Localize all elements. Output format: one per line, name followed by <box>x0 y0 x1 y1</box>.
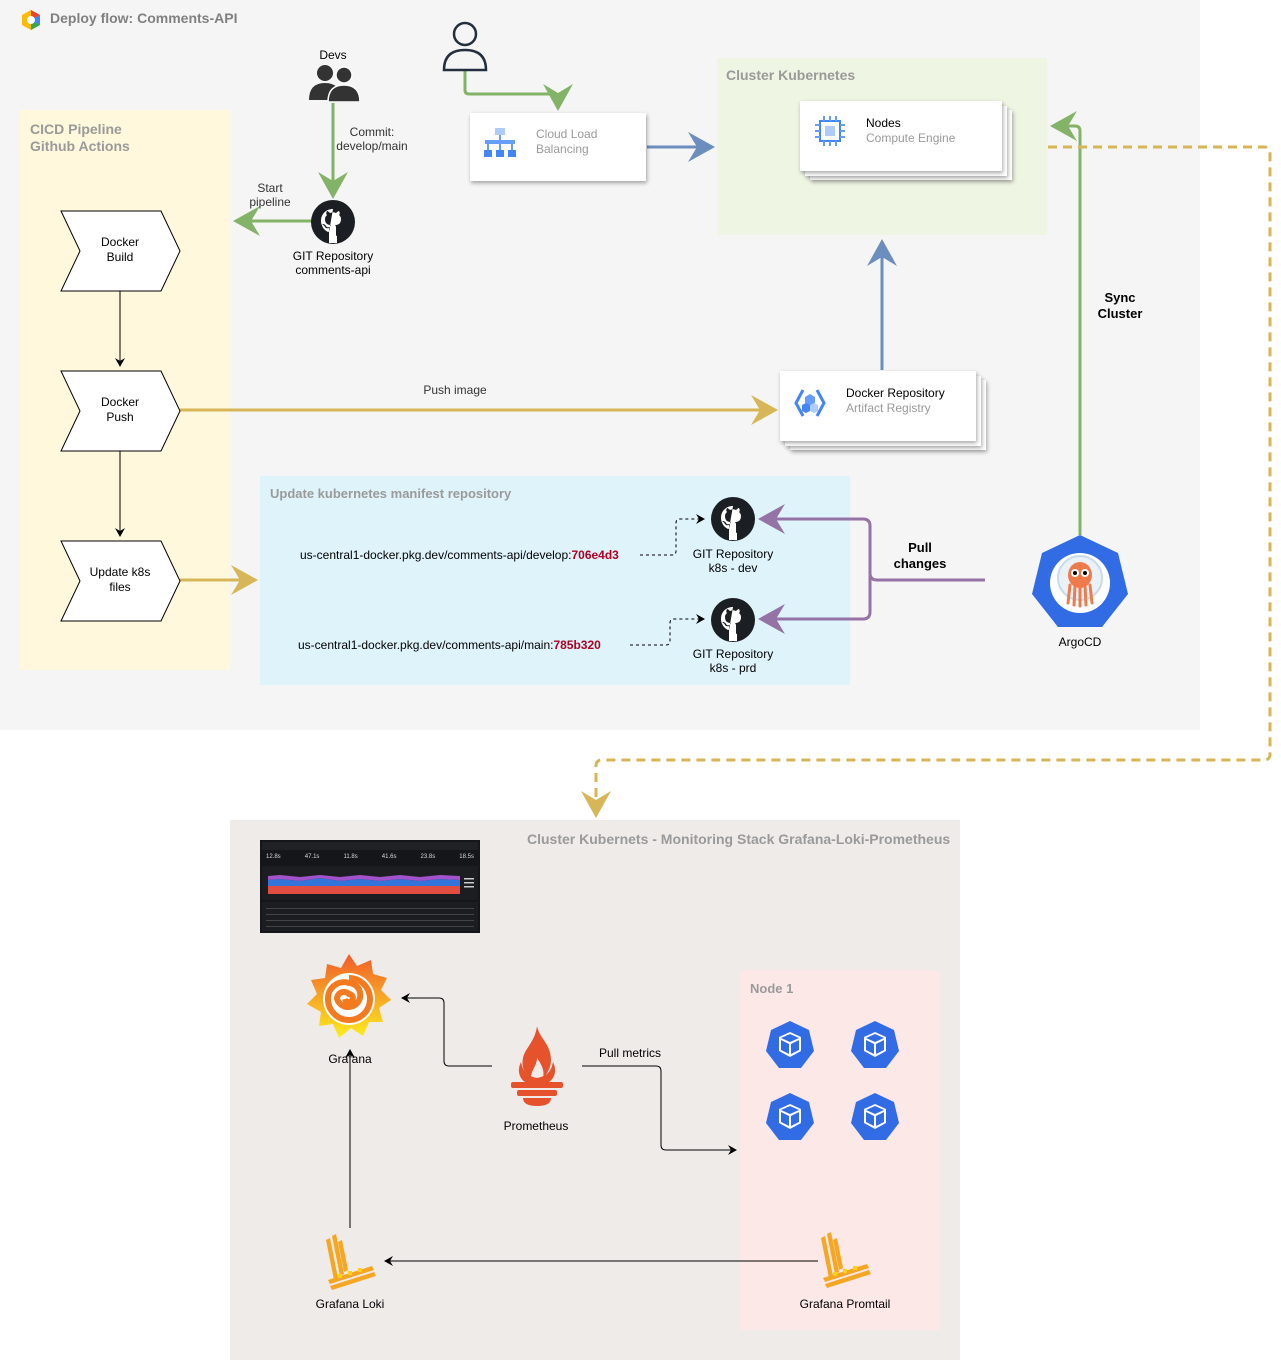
compute-engine-icon <box>814 115 846 147</box>
dashboard-stats-row: 12.8s 47.1s 11.8s 41.6s 23.8s 18.5s <box>266 854 474 864</box>
dash-stat-4: 41.6s <box>381 854 397 860</box>
edge-cluster-to-monitoring <box>581 145 1272 818</box>
page-title: Deploy flow: Comments-API <box>50 10 238 26</box>
dash-stat-1: 12.8s <box>266 854 281 860</box>
dash-stat-6: 18.5s <box>459 854 474 860</box>
cicd-zone-title: CICD Pipeline Github Actions <box>30 121 130 154</box>
node1-zone-title: Node 1 <box>750 981 794 996</box>
pod-icon-2 <box>850 1020 900 1070</box>
argocd-icon <box>1032 533 1128 629</box>
github-prd-icon <box>710 597 756 643</box>
git-repo-comments-api-label: GIT Repository comments-api <box>283 249 383 277</box>
edge-pull-dev <box>758 504 985 582</box>
monitoring-zone-title: Cluster Kubernets - Monitoring Stack Gra… <box>527 831 951 847</box>
nodes-card[interactable]: Nodes Compute Engine <box>800 101 1002 171</box>
promtail-label: Grafana Promtail <box>799 1297 891 1311</box>
git-repo-line1: GIT Repository <box>292 249 374 263</box>
loki-icon <box>322 1232 378 1292</box>
pull-metrics-label: Pull metrics <box>598 1046 661 1060</box>
sync-cluster-label: Sync Cluster <box>1085 290 1155 322</box>
build-line2: Build <box>106 250 134 264</box>
pod-icon-4 <box>850 1092 900 1142</box>
registry-title: Docker Repository <box>846 386 945 400</box>
git-repo-line2: comments-api <box>295 263 371 277</box>
nodes-sub: Compute Engine <box>866 131 956 145</box>
pod-icon-1 <box>765 1020 815 1070</box>
build-line1: Docker <box>100 235 139 249</box>
update-line1: Update k8s <box>89 565 151 579</box>
registry-sub: Artifact Registry <box>846 401 931 415</box>
pod-icon-3 <box>765 1092 815 1142</box>
github-dev-icon <box>710 496 756 542</box>
edge-sync-cluster <box>1050 111 1082 535</box>
cloud-load-balancing-card[interactable]: Cloud Load Balancing <box>470 113 646 181</box>
start-label-line2: pipeline <box>249 195 291 209</box>
manifest-prd-prefix: us-central1-docker.pkg.dev/comments-api/… <box>298 638 554 652</box>
cluster-zone-title: Cluster Kubernetes <box>726 67 856 83</box>
github-icon <box>310 199 356 245</box>
nodes-title: Nodes <box>866 116 901 130</box>
prometheus-icon <box>507 1024 567 1108</box>
devs-label: Devs <box>319 48 347 62</box>
edge-prometheus-to-grafana <box>401 993 492 1067</box>
manifest-dev-prefix: us-central1-docker.pkg.dev/comments-api/… <box>300 548 572 562</box>
artifact-registry-icon <box>794 387 826 419</box>
prometheus-label: Prometheus <box>503 1119 569 1133</box>
start-pipeline-label: Start pipeline <box>240 181 300 209</box>
edge-pull-metrics <box>582 1065 737 1155</box>
docker-push-step[interactable]: Docker Push <box>60 370 182 452</box>
manifest-line-dev: us-central1-docker.pkg.dev/comments-api/… <box>300 548 619 562</box>
manifest-zone-title: Update kubernetes manifest repository <box>270 486 512 501</box>
lb-sub: Balancing <box>536 142 589 156</box>
dash-stat-3: 11.8s <box>343 854 358 860</box>
manifest-dev-tag: 706e4d3 <box>571 548 619 562</box>
devs-icon <box>308 62 360 102</box>
dashboard-graph <box>262 842 478 931</box>
update-k8s-text: Update k8s files <box>60 565 180 595</box>
edge-pull-prd <box>758 575 872 634</box>
manifest-prd-tag: 785b320 <box>553 638 601 652</box>
commit-edge-label: Commit: develop/main <box>330 125 414 153</box>
push-line2: Push <box>106 410 134 424</box>
git-prd-line2: k8s - prd <box>709 661 757 675</box>
pull-changes-line1: Pull <box>908 540 932 555</box>
sync-line2: Cluster <box>1097 306 1143 321</box>
sync-line1: Sync <box>1104 290 1136 305</box>
load-balancer-icon <box>484 127 516 159</box>
push-line1: Docker <box>100 395 139 409</box>
git-prd-line1: GIT Repository <box>692 647 774 661</box>
dash-stat-5: 23.8s <box>420 854 436 860</box>
start-label-line1: Start <box>257 181 283 195</box>
grafana-label: Grafana <box>328 1052 372 1066</box>
push-image-label: Push image <box>423 383 487 397</box>
gcp-logo-icon <box>20 9 42 31</box>
edge-manifest-prd <box>630 614 705 646</box>
pull-changes-label: Pull changes <box>885 540 955 572</box>
edge-user-to-lb <box>463 70 573 111</box>
pull-changes-line2: changes <box>893 556 947 571</box>
git-dev-label: GIT Repository k8s - dev <box>683 547 783 575</box>
grafana-icon <box>305 952 393 1047</box>
docker-repository-card[interactable]: Docker Repository Artifact Registry <box>780 371 976 441</box>
update-line2: files <box>109 580 131 594</box>
argocd-label: ArgoCD <box>1058 635 1102 649</box>
commit-label-line2: develop/main <box>336 139 408 153</box>
git-dev-line2: k8s - dev <box>708 561 758 575</box>
dash-stat-2: 47.1s <box>304 854 320 860</box>
update-k8s-files-step[interactable]: Update k8s files <box>60 540 182 622</box>
lb-title: Cloud Load <box>536 127 598 141</box>
docker-push-text: Docker Push <box>60 395 180 425</box>
git-prd-label: GIT Repository k8s - prd <box>683 647 783 675</box>
promtail-icon <box>817 1230 873 1290</box>
docker-build-step[interactable]: Docker Build <box>60 210 182 292</box>
grafana-dashboard-thumbnail[interactable]: 12.8s 47.1s 11.8s 41.6s 23.8s 18.5s <box>260 840 480 933</box>
docker-build-text: Docker Build <box>60 235 180 265</box>
git-dev-line1: GIT Repository <box>692 547 774 561</box>
loki-label: Grafana Loki <box>315 1297 385 1311</box>
commit-label-line1: Commit: <box>349 125 395 139</box>
user-icon <box>442 20 488 72</box>
manifest-line-prd: us-central1-docker.pkg.dev/comments-api/… <box>298 638 601 652</box>
